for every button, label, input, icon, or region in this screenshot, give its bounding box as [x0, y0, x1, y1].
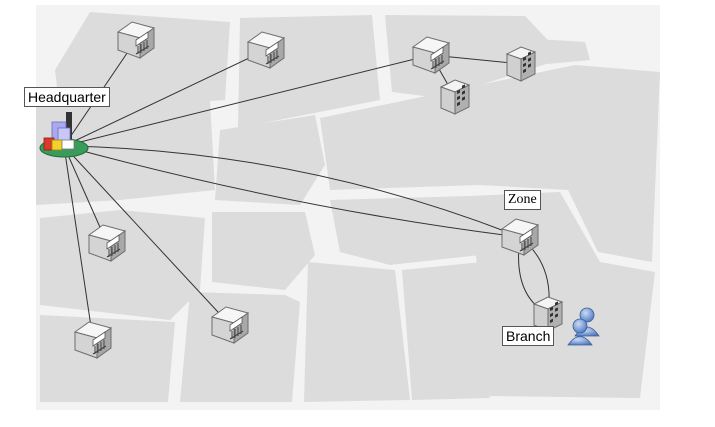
- users-icon: [567, 307, 600, 346]
- branch-label: Branch: [502, 326, 555, 346]
- headquarter-node[interactable]: [39, 112, 89, 158]
- city-buildings-icon: [39, 112, 89, 158]
- headquarter-label: Headquarter: [24, 87, 110, 107]
- office-building-icon[interactable]: [440, 79, 470, 115]
- zone-label: Zone: [504, 190, 541, 210]
- office-building-icon[interactable]: [506, 46, 536, 82]
